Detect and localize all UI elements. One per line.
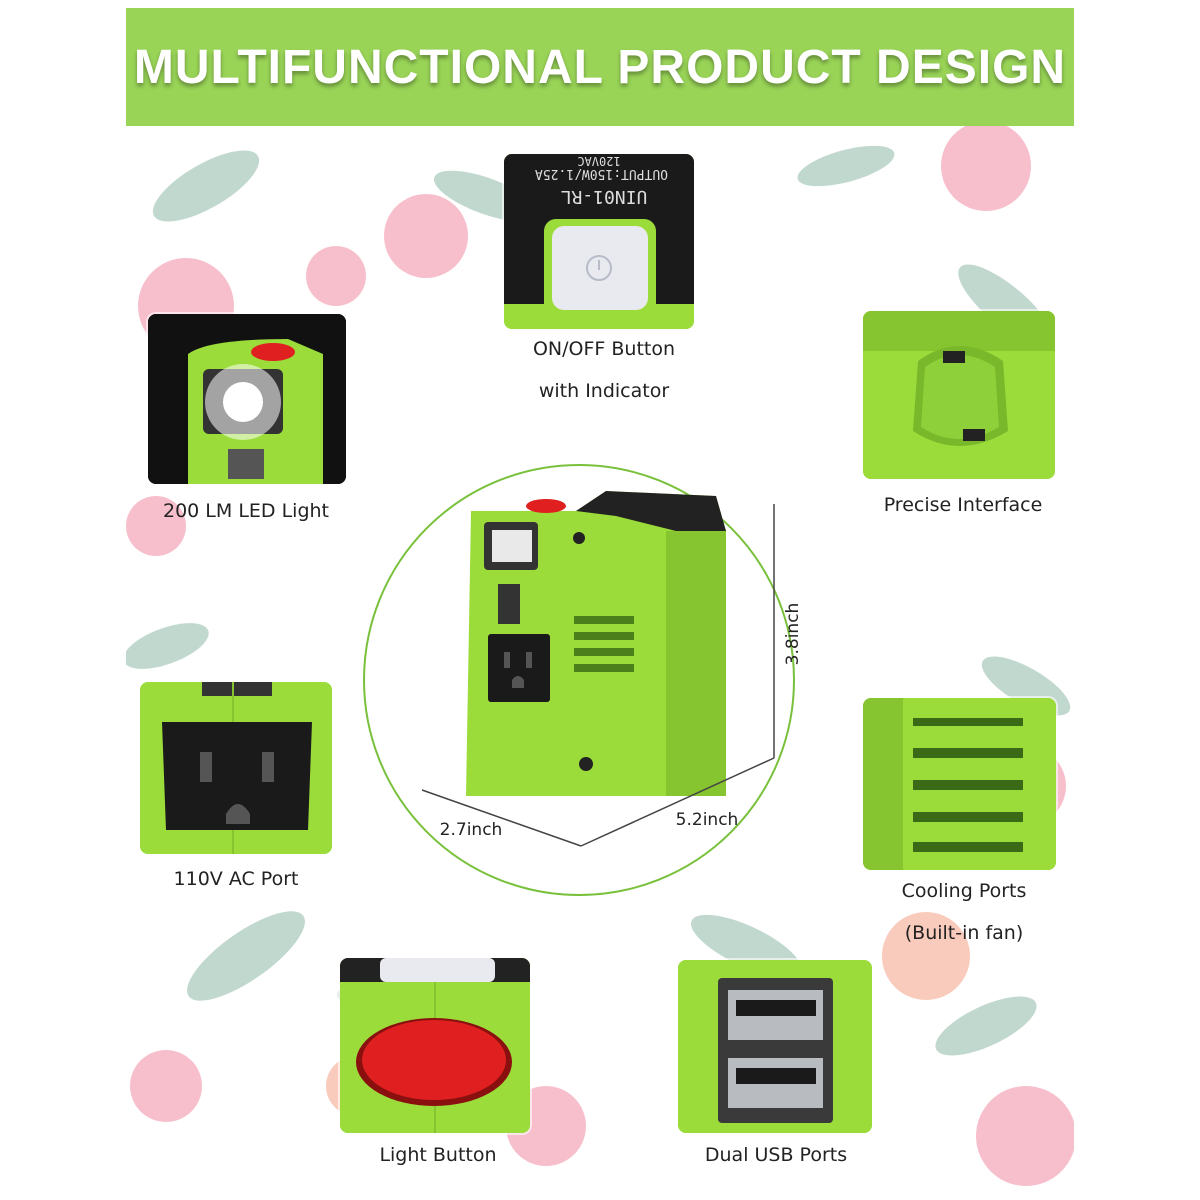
on-off-label-line1: ON/OFF Button	[532, 338, 676, 360]
width-dimension: 5.2inch	[675, 810, 739, 830]
ac-port-image	[140, 682, 332, 854]
interface-image	[863, 311, 1055, 479]
title-banner: MULTIFUNCTIONAL PRODUCT DESIGN	[126, 8, 1074, 126]
light-button-panel	[340, 958, 530, 1133]
ac-port-panel	[140, 682, 332, 854]
height-dimension: 3.8inch	[783, 602, 803, 666]
cooling-ports-label-line2: (Built-in fan)	[904, 922, 1024, 944]
dimension-lines	[421, 504, 775, 847]
on-off-panel: UIN01-RL OUTPUT:150W/1.25A 120VAC	[504, 154, 694, 329]
interface-label: Precise Interface	[883, 494, 1043, 516]
dual-usb-image	[678, 960, 872, 1133]
led-light-label: 200 LM LED Light	[163, 500, 329, 522]
led-light-panel	[148, 314, 346, 484]
interface-panel	[863, 311, 1055, 479]
light-button-image	[340, 958, 530, 1133]
cooling-ports-image	[863, 698, 1056, 870]
feature-scene: UIN01-RL OUTPUT:150W/1.25A 120VAC ON/OFF…	[126, 126, 1074, 1200]
on-off-label-line2: with Indicator	[538, 380, 670, 402]
main-device-image	[466, 491, 726, 796]
on-off-button-image	[504, 154, 694, 329]
ac-port-label: 110V AC Port	[173, 868, 299, 890]
depth-dimension: 2.7inch	[439, 820, 503, 840]
dual-usb-label: Dual USB Ports	[704, 1144, 848, 1166]
led-light-image	[148, 314, 346, 484]
cooling-ports-panel	[863, 698, 1056, 870]
banner-title: MULTIFUNCTIONAL PRODUCT DESIGN	[133, 40, 1067, 94]
light-button-label: Light Button	[379, 1144, 497, 1166]
dual-usb-panel	[678, 960, 872, 1133]
cooling-ports-label-line1: Cooling Ports	[901, 880, 1027, 902]
